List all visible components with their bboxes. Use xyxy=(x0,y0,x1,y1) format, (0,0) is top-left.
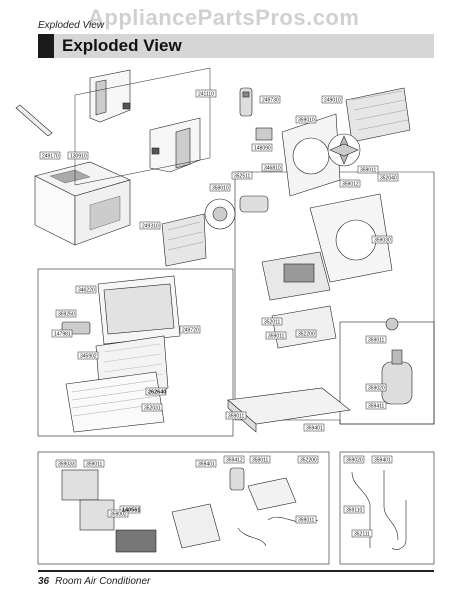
callout-c41: 359401 xyxy=(374,458,391,464)
callout-c33: 140561 xyxy=(122,508,140,514)
callout-c28: 359011 xyxy=(368,338,385,344)
evaporator-coil xyxy=(161,213,207,267)
callout-c38: 352200 xyxy=(300,458,317,464)
compressor xyxy=(381,349,413,405)
callout-c3: 249310 xyxy=(142,224,159,230)
top-rail xyxy=(15,104,53,137)
callout-c1: 249170 xyxy=(42,154,59,160)
callout-c17: 359011 xyxy=(268,334,285,340)
page-title: Exploded View xyxy=(62,36,182,55)
fan-shroud xyxy=(281,113,341,197)
callout-c40: 359020 xyxy=(346,458,363,464)
callout-c15: 359012 xyxy=(342,182,359,188)
callout-c21: 352031 xyxy=(144,406,161,412)
callout-c8: 148090 xyxy=(254,146,271,152)
callout-c36: 359412 xyxy=(226,458,243,464)
piping xyxy=(351,470,407,550)
callout-c16: 352011 xyxy=(264,320,281,326)
callout-c7: 249010 xyxy=(324,98,341,104)
callout-c23: 147981 xyxy=(54,332,71,338)
callout-c14: 359030 xyxy=(374,238,391,244)
callout-c35: 359401 xyxy=(198,462,215,468)
callout-c18: 352200 xyxy=(298,332,315,338)
condenser-coil xyxy=(345,87,411,143)
callouts xyxy=(39,89,399,538)
callout-c42: 359110 xyxy=(346,508,363,514)
remote-control xyxy=(239,87,253,117)
callout-c12: 359011 xyxy=(360,168,377,174)
callout-c25: 346220 xyxy=(78,288,95,294)
cabinet xyxy=(34,161,131,246)
group-frame-piping xyxy=(339,451,435,565)
watermark: AppliancePartsPros.com xyxy=(88,5,360,30)
callout-c10: 359010 xyxy=(298,118,315,124)
front-grille xyxy=(65,371,165,433)
callout-c32: 359011 xyxy=(86,462,103,468)
callout-c30: 359411 xyxy=(368,404,385,410)
callout-c6: 249730 xyxy=(262,98,279,104)
footer: 36 Room Air Conditioner xyxy=(38,576,150,587)
electrical-box xyxy=(171,503,221,549)
group-frame-electrical xyxy=(37,451,330,565)
page-number: 36 xyxy=(38,576,50,587)
blower-wheel xyxy=(204,198,236,230)
title-bar xyxy=(38,34,434,58)
callout-c19: 249720 xyxy=(182,328,199,334)
side-brackets xyxy=(89,69,201,173)
callout-c20: 262640 xyxy=(148,390,166,396)
callout-c31: 359033 xyxy=(58,462,75,468)
small-bracket xyxy=(255,127,273,141)
title-block xyxy=(38,34,54,58)
front-panel xyxy=(97,275,181,345)
callout-c22: 359250 xyxy=(58,312,75,318)
callout-c11: 346810 xyxy=(264,166,281,172)
callout-c26: 359011 xyxy=(228,414,245,420)
control-box xyxy=(261,251,331,301)
condenser-fan xyxy=(327,133,361,167)
callout-c2: 130910 xyxy=(70,154,87,160)
control-panel-plate xyxy=(115,529,157,553)
callout-c34: 359002 xyxy=(110,512,127,518)
footer-rule xyxy=(38,570,434,572)
callout-c29: 359020 xyxy=(368,386,385,392)
overload-protector xyxy=(385,317,399,331)
group-frame-front-grille xyxy=(37,268,234,437)
callout-c43: 352111 xyxy=(354,532,370,538)
callout-c24: 345902 xyxy=(80,354,97,360)
callout-c39: 359011 xyxy=(298,518,315,524)
capacitor xyxy=(229,467,245,491)
callout-c27: 359401 xyxy=(306,426,323,432)
section-label: Exploded View xyxy=(38,20,104,31)
terminal-cover xyxy=(247,477,297,511)
callout-c37: 359011 xyxy=(252,458,269,464)
callout-c4: 241110 xyxy=(198,92,214,98)
callout-c9: 352511 xyxy=(234,174,251,180)
callout-c13: 352040 xyxy=(380,176,397,182)
callout-c5: 359010 xyxy=(212,186,229,192)
footer-label: Room Air Conditioner xyxy=(55,576,151,587)
motor xyxy=(239,195,269,213)
scroll-housing xyxy=(309,193,393,283)
